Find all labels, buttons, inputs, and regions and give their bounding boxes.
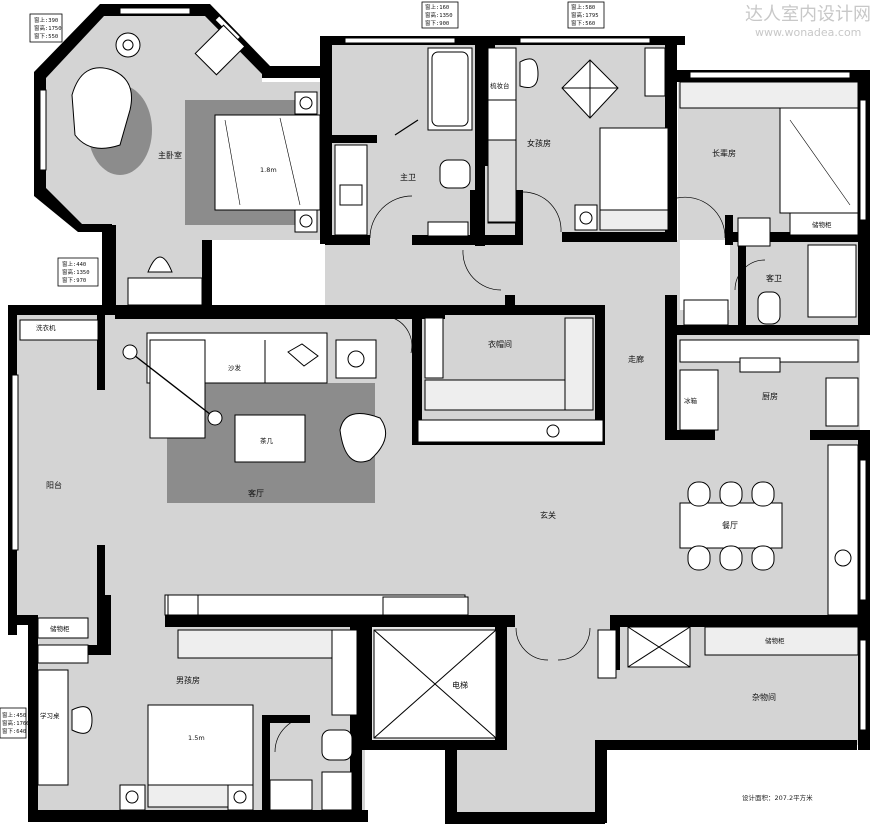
boy-bed: [147, 704, 254, 786]
label-washer: 洗衣机: [36, 323, 56, 332]
label-fridge: 冰箱: [684, 396, 698, 405]
room-label-guest-bath: 客卫: [766, 273, 782, 283]
window-info-top-right: 窗上:580 窗高:1795 窗下:560: [567, 1, 605, 29]
svg-text:窗高:1350: 窗高:1350: [62, 268, 90, 276]
label-elevator: 电梯: [452, 680, 468, 690]
lounge-chair: [339, 413, 387, 463]
room-label-dining: 餐厅: [722, 521, 738, 530]
svg-text:窗高:1750: 窗高:1750: [34, 24, 62, 32]
chair: [147, 256, 173, 273]
balcony-cabinet: [19, 319, 99, 341]
girl-room-furniture: [487, 47, 669, 231]
floor-lamp: [115, 32, 141, 58]
boy-wardrobe: [177, 629, 334, 659]
svg-text:窗上:160: 窗上:160: [425, 3, 449, 11]
dining-furniture: [679, 444, 859, 616]
svg-text:窗下:640: 窗下:640: [2, 727, 26, 735]
label-storage-cab-b: 储物柜: [50, 624, 70, 633]
room-label-master-bedroom: 主卧室: [158, 150, 182, 160]
closet-fixtures: [417, 317, 604, 443]
svg-text:窗高:1350: 窗高:1350: [425, 11, 453, 19]
room-label-elder-room: 长辈房: [712, 148, 736, 158]
window-info-top-left: 窗上:390 窗高:1750 窗下:550: [29, 13, 63, 43]
label-coffee-table: 茶几: [260, 436, 274, 445]
label-study-desk: 学习桌: [40, 711, 60, 720]
shower: [807, 244, 857, 318]
coffee-table: [234, 414, 306, 463]
side-table: [335, 339, 377, 379]
washer-box: [683, 299, 729, 326]
storage-room-fixtures: [597, 626, 859, 679]
watermark-title: 达人室内设计网: [745, 4, 871, 25]
room-label-balcony: 阳台: [46, 480, 62, 490]
svg-text:窗高:1795: 窗高:1795: [571, 11, 599, 19]
room-label-master-bath: 主卫: [400, 172, 416, 182]
boy-room-furniture: [37, 629, 358, 811]
door-swings: [274, 191, 766, 753]
armchair: [71, 67, 132, 149]
watermark-url: www.wonadea.com: [755, 26, 861, 39]
svg-text:窗上:450: 窗上:450: [2, 711, 26, 719]
kitchen-fixtures: [679, 339, 859, 431]
elevator: [373, 629, 497, 739]
master-bedroom-furniture: [71, 24, 321, 306]
dining-table: [679, 502, 783, 549]
elder-room-furniture: [679, 81, 859, 236]
window-info-top-mid: 窗上:160 窗高:1350 窗下:900: [421, 1, 459, 29]
bed-size-boy: 1.5m: [188, 734, 205, 742]
entry-cabinets: [37, 594, 469, 664]
guest-sink: [737, 217, 771, 247]
dining-cabinet: [827, 444, 859, 616]
room-label-girl-room: 女孩房: [527, 138, 551, 148]
svg-text:窗下:560: 窗下:560: [571, 19, 595, 27]
svg-text:窗下:970: 窗下:970: [62, 276, 86, 284]
room-label-kitchen: 厨房: [762, 391, 778, 401]
master-bed: [214, 114, 321, 211]
room-label-boy-room: 男孩房: [176, 675, 200, 685]
label-storage-cab-c: 储物柜: [765, 636, 785, 645]
living-room-furniture: [19, 319, 387, 503]
bed-size-king: 1.8m: [260, 166, 277, 174]
dresser: [127, 277, 203, 306]
svg-text:窗上:390: 窗上:390: [34, 16, 58, 24]
room-label-living: 客厅: [248, 488, 264, 498]
label-sofa: 沙发: [228, 363, 242, 372]
svg-text:窗下:900: 窗下:900: [425, 19, 449, 27]
room-label-entrance: 玄关: [540, 510, 556, 520]
master-bath-fixtures: [334, 47, 473, 237]
label-storage-cab-a: 储物柜: [812, 220, 832, 229]
study-desk: [37, 669, 69, 786]
sink-counter: [825, 377, 859, 427]
fridge: [679, 369, 719, 431]
svg-text:窗上:440: 窗上:440: [62, 260, 86, 268]
svg-text:窗上:580: 窗上:580: [571, 3, 595, 11]
elder-bed: [779, 107, 859, 214]
window-info-bottom-left: 窗上:450 窗高:1760 窗下:640: [0, 707, 30, 739]
guest-toilet: [757, 291, 781, 325]
toilet: [439, 159, 471, 189]
footer-area-note: 设计面积：207.2平方米: [742, 793, 813, 802]
svg-text:窗下:550: 窗下:550: [34, 32, 58, 40]
room-label-corridor: 走廊: [628, 354, 644, 364]
room-label-storage: 杂物间: [752, 692, 776, 702]
room-label-closet: 衣帽间: [488, 339, 512, 349]
guest-bath-fixtures: [683, 217, 857, 326]
svg-text:窗高:1760: 窗高:1760: [2, 719, 30, 727]
elder-wardrobe: [679, 81, 859, 109]
label-dressing: 梳妆台: [490, 81, 510, 90]
window-info-left-mid: 窗上:440 窗高:1350 窗下:970: [57, 257, 99, 287]
